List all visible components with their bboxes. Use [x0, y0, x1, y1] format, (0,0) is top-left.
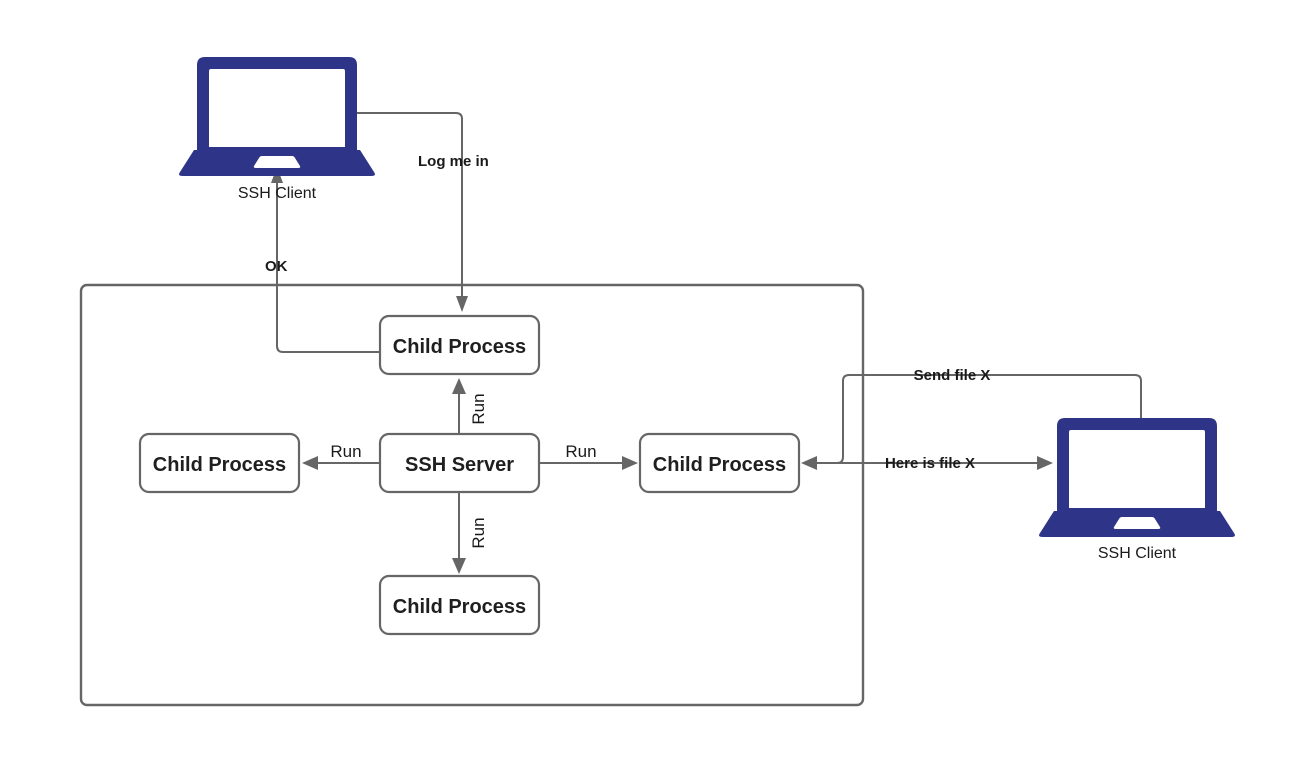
edge-label-run-up: Run	[469, 393, 488, 424]
node-box	[378, 314, 541, 376]
arrow-head-icon	[801, 456, 817, 470]
node-child-process-top[interactable]: Child Process	[378, 314, 541, 376]
laptop-screen-glass	[209, 69, 345, 147]
edge-label-ok: OK	[265, 258, 288, 275]
node-child-process-bottom[interactable]: Child Process	[378, 574, 541, 636]
node-ssh-server[interactable]: SSH Server	[378, 432, 541, 494]
edge-label-log-me-in: Log me in	[418, 153, 489, 170]
edge-log-me-in: Log me in	[356, 112, 489, 312]
edge-run-right: Run	[540, 442, 638, 470]
arrow-head-icon	[1037, 456, 1053, 470]
edge-run-left: Run	[302, 442, 379, 470]
arrow-head-icon	[302, 456, 318, 470]
edge-label-run-left: Run	[330, 442, 361, 461]
edge-ok-line	[276, 180, 380, 353]
laptop-screen-glass	[1069, 430, 1205, 508]
node-label: SSH Server	[405, 454, 514, 476]
arrow-head-icon	[452, 558, 466, 574]
device-caption: SSH Client	[238, 185, 317, 202]
device-caption: SSH Client	[1098, 545, 1177, 562]
node-box	[638, 432, 801, 494]
arrow-head-icon	[622, 456, 638, 470]
node-label: Child Process	[393, 336, 526, 358]
device-ssh-client-top[interactable]: SSH Client	[179, 57, 375, 202]
edge-label-here-is-file-x: Here is file X	[885, 455, 975, 472]
edge-label-send-file-x: Send file X	[914, 367, 991, 384]
laptop-trackpad-notch	[253, 156, 301, 168]
laptop-icon	[1039, 418, 1235, 537]
laptop-trackpad-notch	[1113, 517, 1161, 529]
edge-label-run-right: Run	[565, 442, 596, 461]
node-label: Child Process	[153, 454, 286, 476]
laptop-icon	[179, 57, 375, 176]
edge-run-up: Run	[452, 378, 488, 434]
node-child-process-left[interactable]: Child Process	[138, 432, 301, 494]
edge-here-is-file-x: Here is file X	[801, 455, 1053, 472]
node-label: Child Process	[653, 454, 786, 476]
node-box	[138, 432, 301, 494]
node-box	[378, 432, 541, 494]
arrow-head-icon	[456, 296, 468, 312]
node-child-process-right[interactable]: Child Process	[638, 432, 801, 494]
edge-log-me-in-line	[356, 112, 463, 300]
edge-label-run-down: Run	[469, 517, 488, 548]
ssh-server-host-boundary	[79, 283, 865, 707]
edge-send-file-x: Send file X	[818, 367, 1142, 464]
edge-send-file-x-line	[818, 374, 1142, 464]
edge-run-down: Run	[452, 493, 488, 574]
node-label: Child Process	[393, 596, 526, 618]
node-box	[378, 574, 541, 636]
arrow-head-icon	[452, 378, 466, 394]
device-ssh-client-right[interactable]: SSH Client	[1039, 418, 1235, 562]
